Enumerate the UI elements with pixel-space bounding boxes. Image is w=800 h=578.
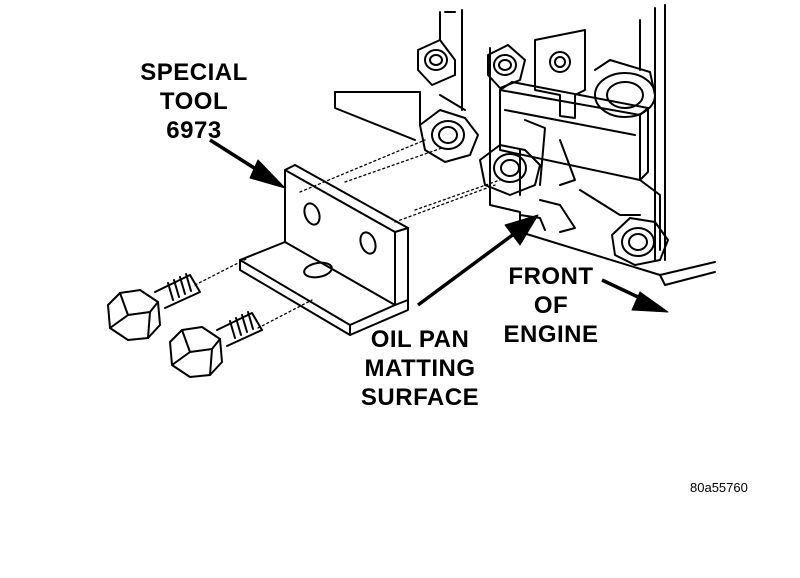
- front-of-engine-label-line-3: ENGINE: [503, 321, 599, 348]
- engine-block: [334, 4, 716, 286]
- oil-pan-surface-label: OIL PAN MATTING SURFACE: [340, 325, 500, 412]
- figure-id: 80a55760: [690, 480, 748, 495]
- alignment-lines: [194, 139, 501, 329]
- arrows: [209, 138, 669, 313]
- engine-boss-top-left: [417, 39, 456, 86]
- oil-pan-surface-label-line-2: MATTING: [364, 355, 476, 382]
- oil-pan-surface-label-line-3: SURFACE: [360, 384, 480, 411]
- engine-boss-lower-right: [611, 217, 669, 266]
- special-tool-label-line-2: TOOL: [159, 88, 229, 115]
- bolt-lower: [169, 311, 263, 378]
- front-of-engine-label: FRONT OF ENGINE: [486, 262, 616, 349]
- bolt-upper: [107, 273, 201, 341]
- arrow-to-tool: [209, 138, 286, 189]
- oil-pan-surface-label-line-1: OIL PAN: [370, 326, 470, 353]
- front-of-engine-label-line-1: FRONT: [508, 263, 594, 290]
- front-of-engine-label-line-2: OF: [533, 292, 569, 319]
- engine-boss-mid-left: [419, 94, 479, 163]
- special-tool-label-line-1: SPECIAL: [140, 59, 248, 86]
- arrow-to-oil-pan-surface: [416, 214, 539, 307]
- special-tool-label-line-3: 6973: [166, 117, 222, 144]
- arrow-front-of-engine: [601, 278, 669, 313]
- special-tool-bracket: [239, 164, 409, 336]
- engine-boss-top-middle: [487, 44, 526, 89]
- special-tool-label: SPECIAL TOOL 6973: [128, 58, 260, 145]
